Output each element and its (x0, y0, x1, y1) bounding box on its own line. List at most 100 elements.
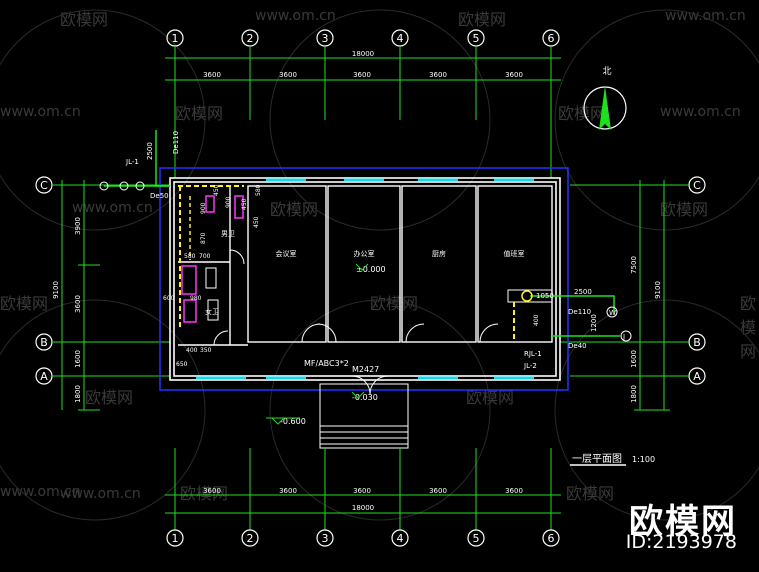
left-meters (99, 181, 145, 191)
dim-small-450a: 450 (213, 184, 220, 196)
dim-small-450c: 450 (253, 216, 260, 228)
axis-col-6-bottom: 6 (548, 532, 555, 545)
dim-bottom-span-3: 3600 (353, 487, 371, 495)
plan-scale: 1:100 (632, 455, 655, 464)
pipe-label-rjl1: RJL-1 (524, 350, 542, 358)
watermark-brand-6: 欧模网 (660, 200, 709, 219)
dim-bottom-total: 18000 (352, 504, 374, 512)
axis-col-2-bottom: 2 (247, 532, 254, 545)
dim-top-span-2: 3600 (279, 71, 297, 79)
watermark-site-1: www.om.cn (255, 8, 336, 24)
pipe-label-2500-right: 2500 (574, 288, 592, 296)
dim-right-3: 1800 (630, 385, 638, 403)
dim-small-400b: 400 (533, 314, 540, 326)
watermark-brand-7: 欧模网 (0, 294, 49, 313)
dim-bottom-span-4: 3600 (429, 487, 447, 495)
room-label-meeting: 会议室 (276, 249, 297, 258)
room-label-duty: 值班室 (504, 249, 525, 258)
pipe-label-1200: 1200 (590, 314, 598, 332)
dim-left-4: 1800 (74, 385, 82, 403)
axis-row-b-right: B (693, 336, 701, 349)
building-outline (159, 167, 569, 391)
pipe-label-de110-left: De110 (172, 131, 180, 154)
pipe-tag-j: J (622, 333, 625, 341)
elev-interior: ±0.000 (356, 265, 386, 274)
watermark-brand-8: 欧模网 (370, 294, 419, 313)
axis-row-c-right: C (693, 179, 701, 192)
dim-top-span-1: 3600 (203, 71, 221, 79)
exterior-walls (169, 177, 561, 381)
pipe-label-jl2: JL-2 (523, 362, 537, 370)
pipe-label-1050: 1050 (536, 292, 554, 300)
pipe-label-de50: De50 (150, 192, 169, 200)
north-label: 北 (602, 66, 611, 77)
plumbing-right (507, 289, 632, 342)
bottom-dimension-lines (165, 448, 561, 530)
axis-col-3-top: 3 (322, 32, 329, 45)
watermark-site-3: www.om.cn (0, 104, 81, 120)
dim-left-3: 1600 (74, 350, 82, 368)
axis-col-2-top: 2 (247, 32, 254, 45)
watermark-circles (0, 9, 759, 521)
dim-small-580: 580 (184, 253, 196, 260)
dim-small-900a: 900 (200, 202, 207, 214)
left-dimension-lines (52, 180, 170, 411)
elev-step: -0.030 (352, 393, 378, 402)
dim-right-1: 7500 (630, 256, 638, 274)
pipe-tag-w: W (609, 309, 616, 317)
watermark-brand-3: 欧模网 (175, 104, 224, 123)
watermark-brand-12: 欧模网 (180, 484, 229, 503)
plumbing-left (104, 130, 244, 330)
elevation-markers (266, 263, 369, 425)
extinguisher-label: MF/ABC3*2 (304, 359, 349, 368)
axis-col-5-bottom: 5 (473, 532, 480, 545)
axis-col-3-bottom: 3 (322, 532, 329, 545)
watermark-site-6: www.om.cn (60, 486, 141, 502)
watermark-id: ID:2193978 (625, 531, 737, 553)
left-axis-bubbles (35, 176, 53, 385)
dim-bottom-span-5: 3600 (505, 487, 523, 495)
dim-top-total: 18000 (352, 50, 374, 58)
dim-small-600: 600 (163, 295, 175, 302)
bottom-axis-bubbles (166, 529, 560, 547)
watermark-brand-10: 欧模网 (85, 388, 134, 407)
dim-bottom-span-1: 3600 (203, 487, 221, 495)
dim-top-span-3: 3600 (353, 71, 371, 79)
dim-left-1: 3900 (74, 217, 82, 235)
watermark-site-7: www.om.cn (0, 484, 81, 500)
watermark-brand-11: 欧模网 (466, 388, 515, 407)
room-label-office: 办公室 (354, 249, 375, 258)
interior-walls (178, 185, 553, 346)
dim-small-900b: 900 (225, 196, 232, 208)
dim-small-650: 650 (176, 361, 188, 368)
axis-col-4-top: 4 (397, 32, 404, 45)
watermark-brand-4: 欧模网 (558, 104, 607, 123)
door-swings (213, 249, 499, 395)
watermark-brand-1: 欧模网 (60, 10, 109, 29)
room-label-kitchen: 厨房 (432, 249, 446, 258)
elev-exterior: -0.600 (280, 417, 306, 426)
watermark-brand-5: 欧模网 (270, 200, 319, 219)
dim-small-870: 870 (200, 232, 207, 244)
dim-small-450b: 450 (241, 198, 248, 210)
dim-bottom-span-2: 3600 (279, 487, 297, 495)
dim-small-350: 350 (200, 347, 212, 354)
dim-right-total: 9100 (654, 281, 662, 299)
watermark-brand-9: 欧模网 (740, 294, 757, 361)
dim-top-span-5: 3600 (505, 71, 523, 79)
pipe-label-2500-left: 2500 (146, 142, 154, 160)
dim-small-580b: 580 (255, 184, 262, 196)
axis-row-a-right: A (693, 370, 701, 383)
dim-small-400: 400 (186, 347, 198, 354)
dim-small-980: 980 (190, 295, 202, 302)
top-axis-bubbles (166, 29, 560, 47)
watermark-brand-2: 欧模网 (458, 10, 507, 29)
plan-title: 一层平面图 (572, 453, 622, 465)
watermark-brand-13: 欧模网 (566, 484, 615, 503)
pipe-label-de40: De40 (568, 342, 587, 350)
dim-small-700: 700 (199, 253, 211, 260)
windows (196, 178, 534, 380)
right-axis-bubbles (688, 176, 706, 385)
axis-col-5-top: 5 (473, 32, 480, 45)
